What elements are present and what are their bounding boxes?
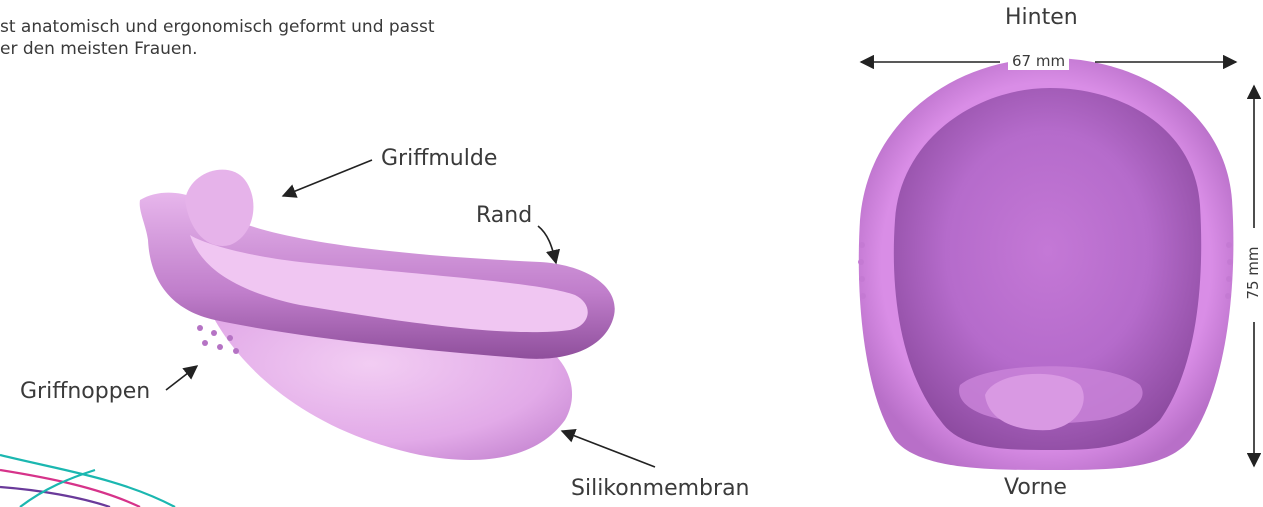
dimension-width: 67 mm <box>1008 52 1069 70</box>
arrow-griffmulde <box>283 160 372 196</box>
label-griffmulde: Griffmulde <box>381 146 497 171</box>
label-silikonmembran: Silikonmembran <box>571 476 750 501</box>
arrow-griffnoppen <box>166 366 197 390</box>
label-hinten: Hinten <box>1005 5 1078 30</box>
top-view-device <box>858 58 1233 470</box>
label-griffnoppen: Griffnoppen <box>20 379 150 404</box>
decorative-swoosh-lines <box>0 455 175 507</box>
label-vorne: Vorne <box>1004 475 1067 500</box>
label-rand: Rand <box>476 203 532 228</box>
dimension-height: 75 mm <box>1244 245 1262 301</box>
arrow-silikonmembran <box>562 431 655 467</box>
side-view-device <box>140 170 615 460</box>
arrow-rand <box>538 226 556 263</box>
